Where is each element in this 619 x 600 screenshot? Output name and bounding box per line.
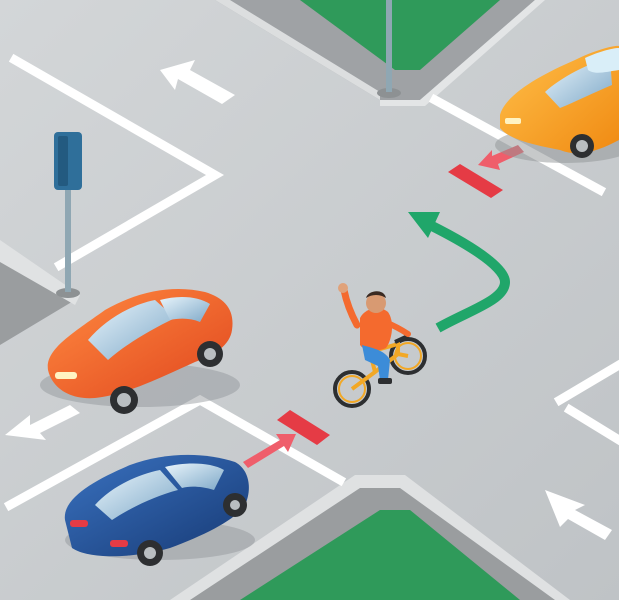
intersection-scene bbox=[0, 0, 619, 600]
intersection-illustration bbox=[0, 0, 619, 600]
